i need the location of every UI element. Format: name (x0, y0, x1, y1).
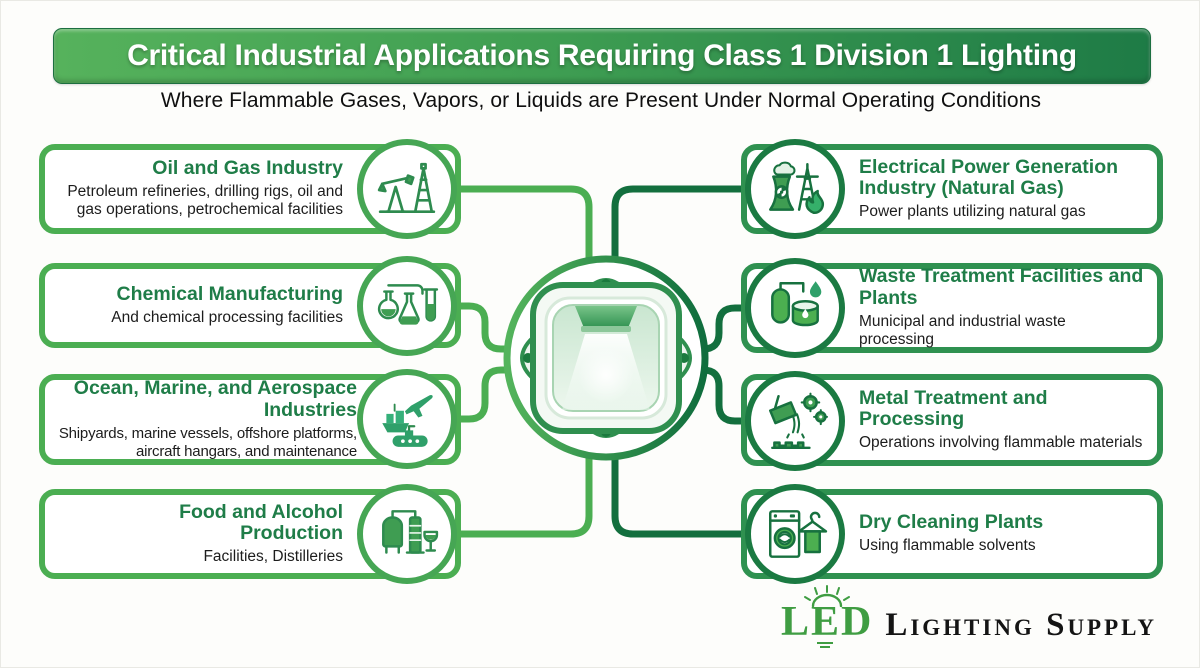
card-title: Ocean, Marine, and Aerospace Industries (73, 377, 357, 422)
left-connectors (403, 185, 593, 538)
card-title: Oil and Gas Industry (152, 157, 343, 180)
icon-circle-waste-treatment (745, 258, 845, 358)
card-title: Dry Cleaning Plants (859, 511, 1044, 534)
card-description: Municipal and industrial waste processin… (859, 313, 1066, 349)
explosion-proof-light-fixture-icon (520, 278, 692, 438)
icon-circle-power-generation (745, 139, 845, 239)
page-title: Critical Industrial Applications Requiri… (127, 39, 1077, 72)
icon-circle-food-alcohol (357, 484, 457, 584)
icon-circle-marine-aerospace (357, 369, 457, 469)
brand-name: Lighting Supply (885, 607, 1157, 643)
card-title: Metal Treatment and Processing (859, 386, 1048, 431)
distillery-tanks-icon (382, 510, 439, 554)
light-rays-icon (803, 585, 850, 607)
card-description: And chemical processing facilities (111, 308, 343, 326)
icon-circle-oil-gas (357, 139, 457, 239)
card-title: Electrical Power Generation Industry (Na… (859, 155, 1119, 200)
brand-logo: LED Lighting Supply (780, 585, 1157, 648)
power-plant-icon (769, 161, 825, 214)
bulb-base-icon (816, 640, 833, 650)
brand-led-wrap: LED (780, 585, 874, 648)
card-title: Food and Alcohol Production (179, 500, 343, 545)
card-description: Operations involving flammable materials (859, 434, 1143, 452)
ship-plane-submarine-icon (382, 395, 433, 447)
card-description: Shipyards, marine vessels, offshore plat… (58, 425, 357, 460)
washer-hanger-icon (769, 510, 828, 558)
card-title: Waste Treatment Facilities and Plants (859, 265, 1144, 310)
center-ring (503, 255, 709, 461)
chemistry-flasks-icon (377, 284, 439, 325)
brand-led: LED (780, 599, 874, 645)
card-description: Power plants utilizing natural gas (859, 203, 1086, 221)
card-description: Facilities, Distilleries (203, 548, 343, 566)
icon-circle-chemical (357, 256, 457, 356)
subtitle: Where Flammable Gases, Vapors, or Liquid… (160, 89, 1042, 112)
oil-pump-derrick-icon (377, 162, 436, 214)
title-banner: Critical Industrial Applications Requiri… (53, 28, 1151, 84)
waste-treatment-icon (771, 281, 822, 327)
metal-ladle-gears-icon (769, 392, 828, 450)
icon-circle-dry-cleaning (745, 484, 845, 584)
icon-circle-metal-processing (745, 371, 845, 471)
card-title: Chemical Manufacturing (116, 282, 343, 305)
right-connectors (611, 185, 799, 538)
card-description: Using flammable solvents (859, 537, 1036, 555)
card-description: Petroleum refineries, drilling rigs, oil… (67, 183, 343, 219)
